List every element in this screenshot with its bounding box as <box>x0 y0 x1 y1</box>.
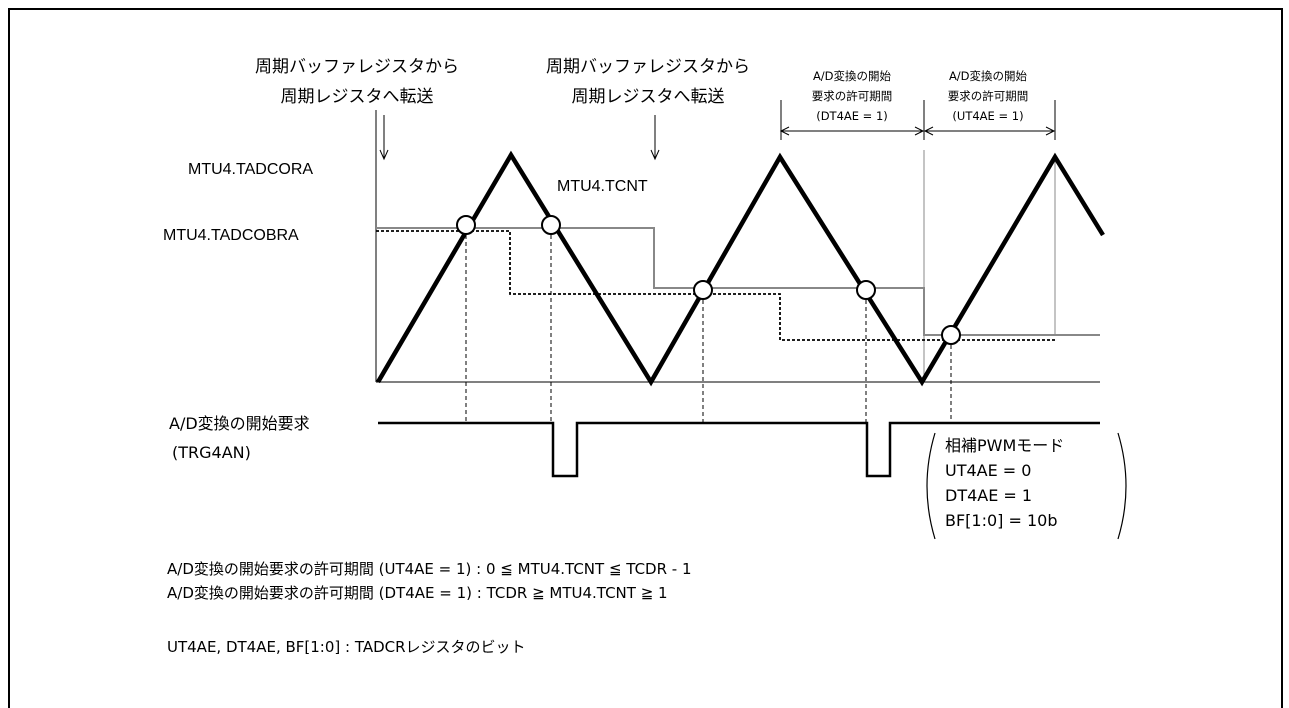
window-ut4ae-line2: 要求の許可期間 <box>948 89 1029 103</box>
window-dt4ae-line1: A/D変換の開始 <box>813 69 892 83</box>
transfer-1-line2: 周期レジスタへ転送 <box>281 87 434 107</box>
note-dt4ae-range: A/D変換の開始要求の許可期間 (DT4AE = 1) : TCDR ≧ MTU… <box>167 584 668 602</box>
settings-bracket-left <box>926 432 936 540</box>
tadcobra-label: MTU4.TADCOBRA <box>163 227 299 244</box>
window-ut4ae-line3: (UT4AE = 1) <box>952 109 1023 123</box>
window-dt4ae-line3: (DT4AE = 1) <box>816 109 888 123</box>
compare-match-point <box>693 280 713 300</box>
window-ut4ae-arrowhead <box>923 126 934 136</box>
transfer-1-line1: 周期バッファレジスタから <box>255 57 459 77</box>
settings-bracket-right <box>1117 432 1127 540</box>
window-ut4ae-line1: A/D変換の開始 <box>949 69 1028 83</box>
trg4an-signal <box>378 421 1100 478</box>
settings-title: 相補PWMモード <box>945 436 1064 455</box>
transfer-2-line2: 周期レジスタへ転送 <box>572 87 725 107</box>
tadcora-compare-line <box>376 230 1055 341</box>
compare-match-point <box>456 215 476 235</box>
transfer-1-arrowhead <box>379 149 389 161</box>
trigger-label-line1: A/D変換の開始要求 <box>169 414 310 433</box>
diagram-frame <box>8 8 1283 708</box>
trigger-label-line2: (TRG4AN) <box>172 443 251 462</box>
tcnt-triangle-wave <box>376 150 1105 387</box>
note-register-bits: UT4AE, DT4AE, BF[1:0] : TADCRレジスタのビット <box>167 638 526 656</box>
transfer-2-line1: 周期バッファレジスタから <box>546 57 750 77</box>
window-dt4ae-arrowhead <box>914 126 925 136</box>
compare-match-point <box>941 325 961 345</box>
settings-item: DT4AE = 1 <box>945 486 1032 505</box>
note-ut4ae-range: A/D変換の開始要求の許可期間 (UT4AE = 1) : 0 ≦ MTU4.T… <box>167 560 692 578</box>
window-ut4ae-arrowhead <box>1045 126 1056 136</box>
settings-item: UT4AE = 0 <box>945 461 1031 480</box>
tadcobra-buffer-line <box>376 227 1100 336</box>
settings-item: BF[1:0] = 10b <box>945 511 1058 530</box>
window-dt4ae-line2: 要求の許可期間 <box>812 89 893 103</box>
compare-match-point <box>541 215 561 235</box>
transfer-2-arrowhead <box>650 149 660 161</box>
tadcora-label: MTU4.TADCORA <box>188 161 313 178</box>
tcnt-label: MTU4.TCNT <box>557 178 648 195</box>
compare-match-point <box>856 280 876 300</box>
